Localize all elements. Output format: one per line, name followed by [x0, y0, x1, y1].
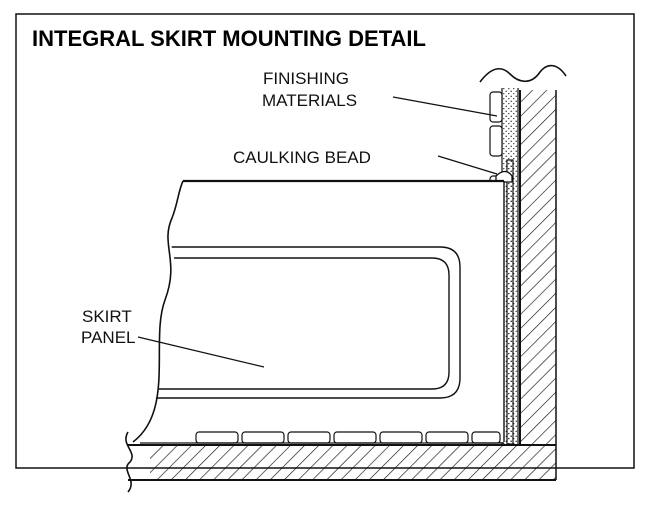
floor-tiles	[195, 431, 501, 444]
floor	[128, 444, 557, 481]
caulking-bead	[495, 170, 513, 183]
label-finishing-line1: FINISHING	[263, 69, 349, 88]
wall-break-curve	[479, 64, 567, 83]
label-skirt-line1: SKIRT	[82, 307, 132, 326]
skirt-panel	[130, 179, 505, 443]
floor-break-curve	[125, 431, 133, 493]
leader-caulking	[437, 155, 498, 175]
leader-finishing	[392, 96, 498, 117]
label-finishing-line2: MATERIALS	[262, 91, 357, 110]
label-skirt-line2: PANEL	[81, 328, 136, 347]
diagram-title: INTEGRAL SKIRT MOUNTING DETAIL	[32, 26, 426, 51]
leader-skirt	[137, 336, 265, 368]
skirt-flange	[506, 159, 514, 445]
wall	[519, 90, 557, 445]
label-caulking: CAULKING BEAD	[233, 148, 371, 167]
